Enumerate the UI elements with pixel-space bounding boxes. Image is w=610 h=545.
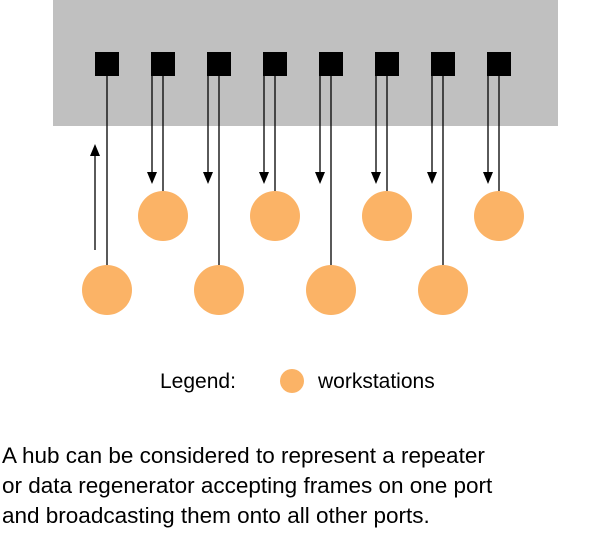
hub-port-2 (151, 52, 175, 76)
hub-port-3 (207, 52, 231, 76)
broadcast-arrowhead-5 (315, 172, 325, 184)
workstation-2 (138, 191, 188, 241)
hub-port-4 (263, 52, 287, 76)
legend-item-label: workstations (317, 370, 435, 393)
hub-port-1 (95, 52, 119, 76)
hub-port-6 (375, 52, 399, 76)
hub-box (53, 0, 558, 126)
workstation-6 (362, 191, 412, 241)
workstation-1 (82, 265, 132, 315)
broadcast-arrowhead-3 (203, 172, 213, 184)
broadcast-arrowhead-8 (483, 172, 493, 184)
workstation-3 (194, 265, 244, 315)
incoming-frame-arrowhead (90, 144, 100, 156)
caption: A hub can be considered to represent a r… (2, 441, 608, 531)
legend-workstation-icon (280, 369, 304, 393)
legend: Legend: workstations (160, 369, 435, 393)
workstation-8 (474, 191, 524, 241)
broadcast-arrowhead-2 (147, 172, 157, 184)
hub-ports (95, 52, 511, 76)
caption-line-2: or data regenerator accepting frames on … (2, 473, 493, 498)
legend-label: Legend: (160, 370, 236, 393)
caption-line-3: and broadcasting them onto all other por… (2, 503, 430, 528)
connection-lines (90, 76, 500, 265)
hub-port-7 (431, 52, 455, 76)
broadcast-arrowhead-7 (427, 172, 437, 184)
workstations-group (82, 191, 524, 315)
hub-port-5 (319, 52, 343, 76)
broadcast-arrowhead-6 (371, 172, 381, 184)
workstation-4 (250, 191, 300, 241)
caption-line-1: A hub can be considered to represent a r… (2, 443, 485, 468)
hub-port-8 (487, 52, 511, 76)
hub-diagram: Legend: workstations (53, 0, 558, 393)
broadcast-arrowhead-4 (259, 172, 269, 184)
workstation-5 (306, 265, 356, 315)
workstation-7 (418, 265, 468, 315)
